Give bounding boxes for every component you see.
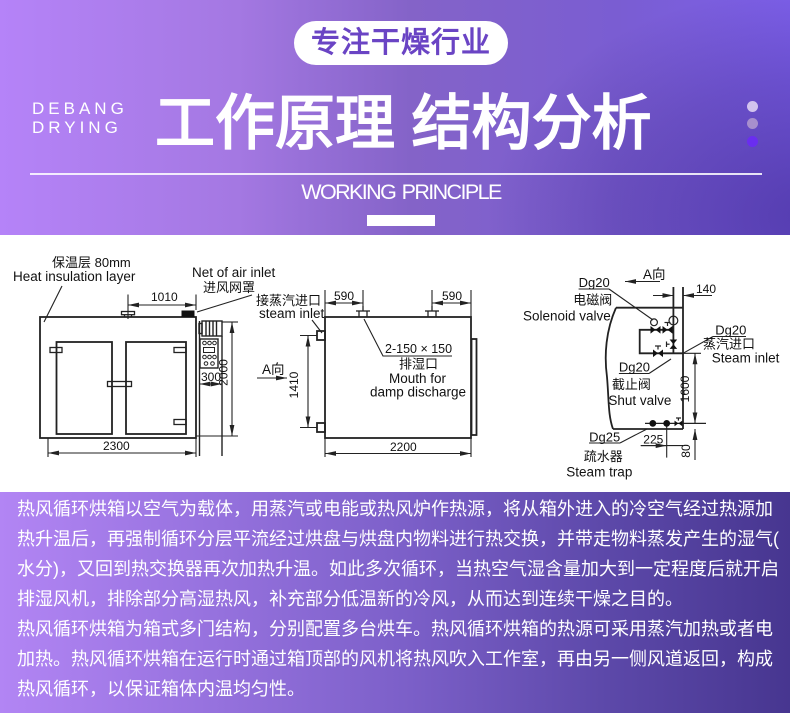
svg-text:1010: 1010	[151, 290, 178, 304]
svg-text:590: 590	[334, 289, 354, 303]
svg-text:接蒸汽进口: 接蒸汽进口	[256, 293, 321, 308]
svg-text:A向: A向	[262, 362, 285, 377]
svg-text:damp discharge: damp discharge	[370, 385, 466, 400]
svg-text:Steam trap: Steam trap	[566, 465, 632, 480]
svg-text:电磁阀: 电磁阀	[573, 293, 612, 308]
svg-text:2200: 2200	[390, 440, 417, 454]
svg-text:A向: A向	[643, 267, 666, 282]
svg-text:2300: 2300	[103, 439, 130, 453]
svg-text:300: 300	[201, 370, 221, 384]
svg-text:排湿口: 排湿口	[399, 357, 438, 372]
svg-text:80: 80	[679, 444, 693, 458]
svg-text:225: 225	[643, 433, 663, 447]
svg-text:Steam inlet: Steam inlet	[712, 351, 780, 366]
svg-text:140: 140	[696, 282, 716, 296]
svg-text:1600: 1600	[678, 375, 692, 402]
svg-text:Dg25: Dg25	[589, 430, 620, 445]
svg-text:2000: 2000	[217, 359, 231, 386]
svg-text:590: 590	[442, 289, 462, 303]
svg-text:1410: 1410	[287, 371, 301, 398]
svg-text:保温层 80mm: 保温层 80mm	[52, 255, 131, 270]
svg-text:Solenoid valve: Solenoid valve	[523, 308, 611, 323]
svg-text:Dg20: Dg20	[715, 323, 746, 338]
svg-text:Dg20: Dg20	[579, 275, 610, 290]
svg-text:Net of air inlet: Net of air inlet	[192, 265, 276, 280]
svg-text:steam inlet: steam inlet	[259, 306, 325, 321]
svg-text:2-150 × 150: 2-150 × 150	[385, 342, 452, 356]
svg-text:Dg20: Dg20	[619, 360, 650, 375]
svg-text:Heat insulation layer: Heat insulation layer	[13, 269, 136, 284]
svg-text:蒸汽进口: 蒸汽进口	[703, 337, 755, 352]
svg-text:进风网罩: 进风网罩	[203, 280, 255, 295]
svg-text:疏水器: 疏水器	[584, 449, 623, 464]
svg-text:截止阀: 截止阀	[612, 377, 651, 392]
svg-text:Mouth for: Mouth for	[389, 371, 447, 386]
svg-text:Shut valve: Shut valve	[608, 393, 671, 408]
